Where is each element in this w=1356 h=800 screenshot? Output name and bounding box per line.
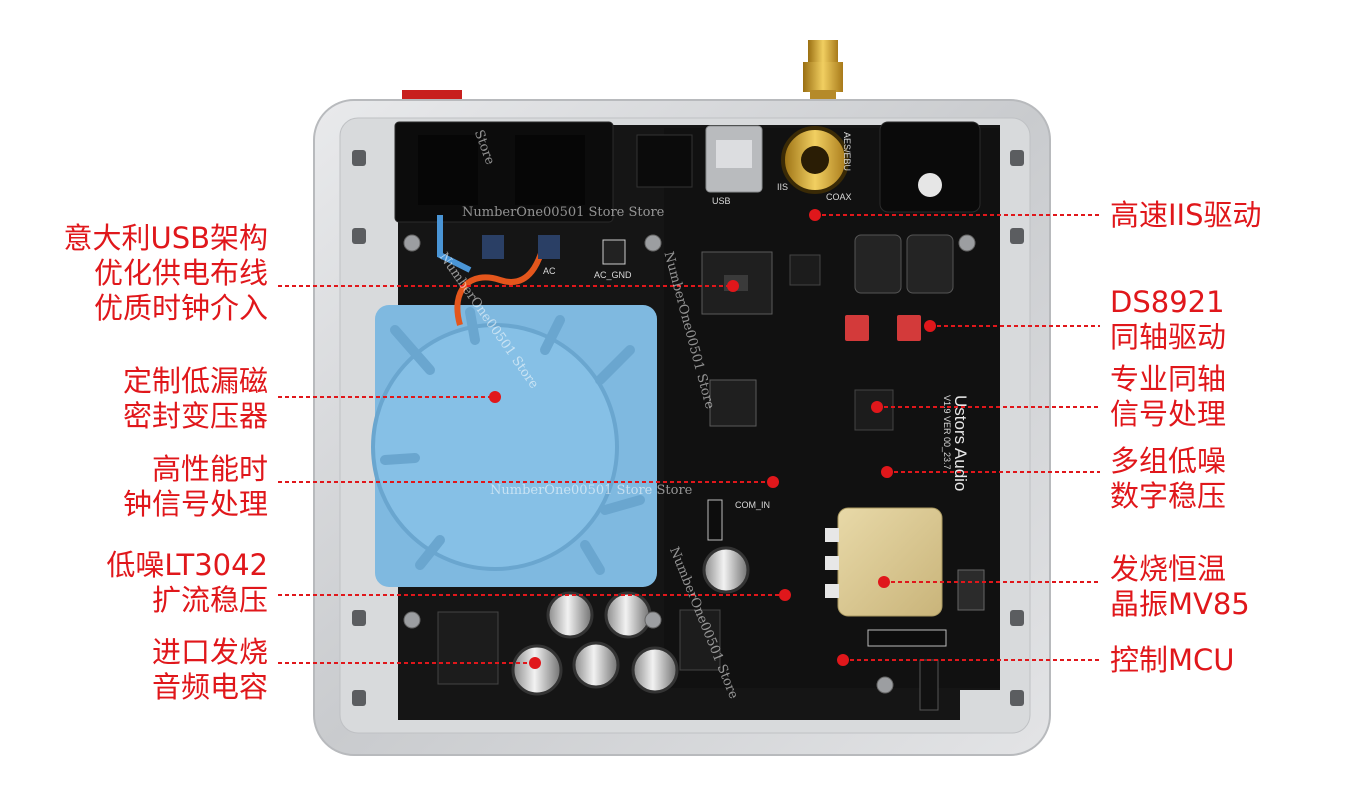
label-osc: 发烧恒温 晶振MV85 xyxy=(1110,552,1250,621)
ds8921-chip-1 xyxy=(845,315,869,341)
label-caps: 进口发烧 音频电容 xyxy=(151,635,268,704)
chassis-slots xyxy=(352,150,1024,706)
label-mcu: 控制MCU xyxy=(1110,643,1235,677)
coil-1 xyxy=(854,234,902,294)
ac-terminals xyxy=(482,235,626,265)
callout-dots xyxy=(489,209,936,669)
mv85-oscillator xyxy=(837,507,943,617)
label-lt3042: 低噪LT3042 扩流稳压 xyxy=(106,548,268,617)
toroidal-transformer xyxy=(371,305,657,587)
label-iis: 高速IIS驱动 xyxy=(1110,198,1262,232)
label-clock: 高性能时 钟信号处理 xyxy=(122,452,268,521)
label-ds8921: DS8921 同轴驱动 xyxy=(1110,285,1227,354)
ds8921-chip-2 xyxy=(897,315,921,341)
transformer-wire-blue xyxy=(437,215,472,273)
silk-ac-gnd: AC_GND xyxy=(594,270,632,280)
pcb-screws xyxy=(403,234,976,694)
watermark-3: NumberOne00501 Store Store xyxy=(490,483,693,498)
silk-usb: USB xyxy=(712,196,731,206)
label-transformer: 定制低漏磁 密封变压器 xyxy=(122,364,268,433)
callout-lines xyxy=(278,214,1100,664)
rca-output-jack xyxy=(803,40,843,108)
silk-ac: AC xyxy=(543,266,556,276)
coil-2 xyxy=(906,234,954,294)
label-usb: 意大利USB架构 优化供电布线 优质时钟介入 xyxy=(63,221,268,325)
toslink-port xyxy=(636,134,693,188)
silk-iis: IIS xyxy=(777,182,789,192)
dsp-chip xyxy=(709,379,757,427)
silk-coax: COAX xyxy=(826,192,852,202)
board-brand: Ustors Audio xyxy=(951,395,970,492)
transformer-wire-orange xyxy=(454,239,548,326)
label-ldo: 多组低噪 数字稳压 xyxy=(1110,444,1227,513)
silk-aesebu: AES/EBU xyxy=(842,132,852,172)
watermark-1: NumberOne00501 Store Store xyxy=(462,205,665,220)
xlr-aes-socket xyxy=(879,121,981,213)
silk-com-in: COM_IN xyxy=(735,500,771,510)
header-pins xyxy=(867,629,947,647)
board-version: V1.9 VER 00_23.7 xyxy=(942,395,952,470)
label-coax: 专业同轴 信号处理 xyxy=(1110,362,1227,431)
